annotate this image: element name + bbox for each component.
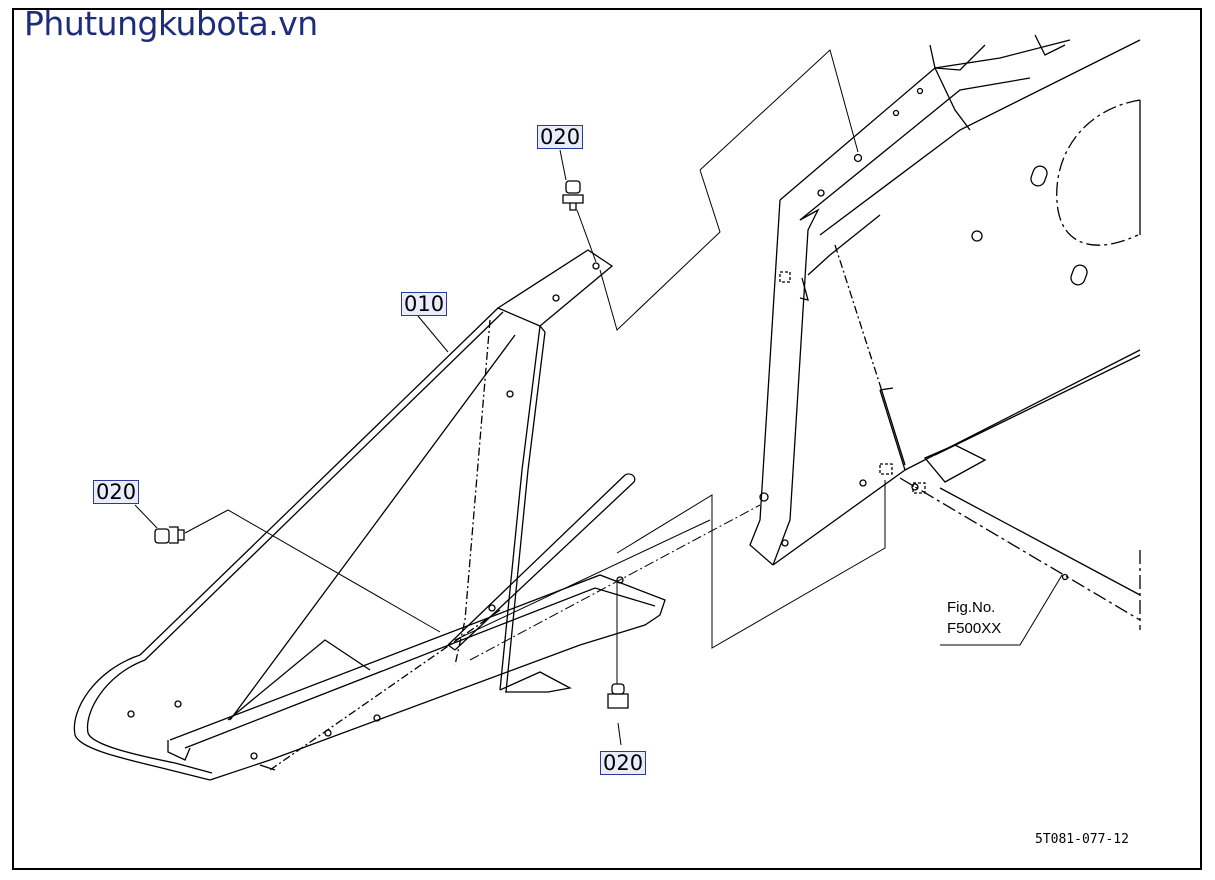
site-watermark: Phutungkubota.vn	[24, 4, 318, 43]
callout-020-top[interactable]: 020	[537, 125, 584, 149]
chassis-frame	[749, 34, 1141, 630]
bolt-020-top	[562, 180, 584, 211]
drawing-code: 5T081-077-12	[1035, 832, 1129, 847]
drawing-frame	[12, 8, 1202, 870]
callout-020-bottom[interactable]: 020	[600, 751, 647, 775]
callout-020-left[interactable]: 020	[93, 480, 140, 504]
fig-number-caption: Fig.No.	[947, 599, 996, 616]
bracket-part-010	[73, 249, 666, 781]
bolt-020-bottom	[607, 683, 629, 709]
callout-010[interactable]: 010	[401, 292, 448, 316]
bolt-020-left	[154, 526, 185, 544]
leader-lines	[134, 49, 1063, 746]
fig-number-value[interactable]: F500XX	[947, 620, 1002, 637]
fig-number-label: Fig.No. F500XX	[947, 597, 1001, 639]
